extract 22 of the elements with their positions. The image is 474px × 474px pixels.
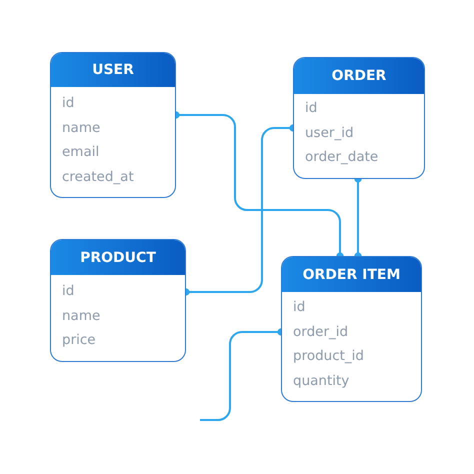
- entity-table: [50, 239, 186, 362]
- table-title: ORDER: [332, 68, 386, 84]
- table-title: PRODUCT: [80, 250, 156, 266]
- field-name: price: [62, 331, 96, 350]
- table-title: USER: [92, 62, 134, 78]
- field-name: quantity: [293, 372, 350, 390]
- field-name: email: [62, 143, 100, 162]
- field-name: id: [62, 282, 74, 300]
- field-name: product_id: [293, 347, 364, 366]
- entity-table: [293, 57, 425, 179]
- field-name: order_id: [293, 322, 348, 341]
- field-name: name: [62, 306, 100, 325]
- field-name: name: [62, 118, 100, 137]
- field-name: id: [293, 298, 306, 316]
- field-name: id: [62, 94, 74, 112]
- field-name: id: [305, 99, 318, 117]
- entity-table: [281, 256, 422, 402]
- field-name: order_date: [305, 148, 378, 166]
- field-name: user_id: [305, 124, 354, 142]
- field-name: created_at: [62, 168, 134, 186]
- entity-table: [50, 52, 176, 198]
- table-title: ORDER ITEM: [302, 266, 400, 282]
